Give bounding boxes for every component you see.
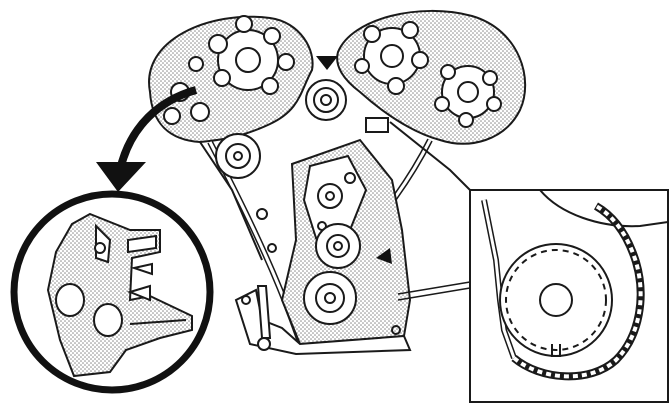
lower-bolt — [256, 285, 272, 339]
detail-leader-line — [397, 281, 471, 301]
callout-arrow — [96, 86, 198, 192]
cover-bolt-pad — [365, 117, 389, 133]
left-cam-gear — [163, 15, 295, 125]
belt-tensioner — [315, 223, 361, 269]
tensioner-alignment-arrow — [376, 248, 392, 264]
crankshaft-sprocket — [303, 271, 357, 325]
right-cam-gear — [354, 21, 502, 128]
top-alignment-arrow — [316, 56, 338, 70]
engine-assembly — [148, 9, 527, 356]
left-idler-pulley — [215, 133, 261, 179]
right-detail-box — [469, 189, 669, 403]
top-idler-pulley — [305, 79, 347, 121]
left-detail-circle — [10, 190, 214, 394]
